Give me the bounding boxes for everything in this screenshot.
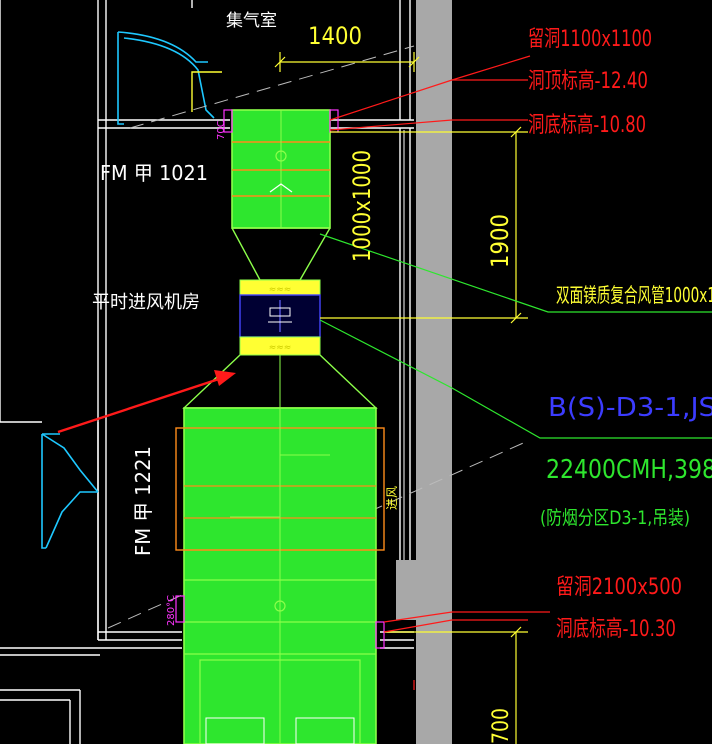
svg-text:≈≈≈: ≈≈≈ bbox=[269, 343, 292, 353]
label-fire-zone: (防烟分区D3-1,吊装) bbox=[540, 507, 690, 529]
leader-lines bbox=[319, 55, 712, 690]
label-hole-elev-2: 洞底标高-10.80 bbox=[528, 113, 646, 138]
label-inlet: 进风 bbox=[385, 486, 399, 510]
label-room-top: 集气室 bbox=[226, 11, 277, 31]
label-room-fan: 平时进风机房 bbox=[92, 292, 200, 313]
duct-system: ≈≈≈ ≈≈≈ bbox=[175, 109, 385, 744]
wall-block bbox=[396, 560, 416, 620]
label-duct-size: 1000x1000 bbox=[348, 150, 376, 262]
label-dim-1400: 1400 bbox=[308, 22, 362, 50]
label-duct-desc: 双面镁质复合风管1000x1 bbox=[556, 283, 712, 307]
label-hole-elev-3: 洞底标高-10.30 bbox=[556, 617, 676, 642]
door-fm1221-symbol bbox=[41, 433, 99, 549]
label-dim-1900: 1900 bbox=[486, 214, 514, 268]
label-dim-700: 700 bbox=[489, 708, 514, 744]
dim-bracket bbox=[191, 71, 222, 112]
label-dim-280c: 280°C bbox=[166, 595, 177, 626]
label-equip-code: B(S)-D3-1,JS bbox=[548, 393, 712, 423]
dimension-lines bbox=[274, 52, 528, 744]
label-dim-70c: 70C bbox=[216, 120, 227, 140]
red-arrow bbox=[57, 370, 236, 434]
label-opening-2: 留洞2100x500 bbox=[556, 575, 682, 600]
door-fm1021-symbol bbox=[117, 31, 215, 125]
label-airflow: 22400CMH,398 bbox=[546, 455, 712, 485]
walls bbox=[0, 0, 414, 744]
label-door-fm1021: FM 甲 1021 bbox=[100, 161, 208, 185]
label-opening-1: 留洞1100x1100 bbox=[528, 27, 652, 52]
svg-text:≈≈≈: ≈≈≈ bbox=[269, 285, 292, 295]
label-hole-elev-1: 洞顶标高-12.40 bbox=[528, 69, 648, 94]
center-line bbox=[129, 45, 415, 129]
label-door-fm1221: FM 甲 1221 bbox=[131, 446, 155, 556]
